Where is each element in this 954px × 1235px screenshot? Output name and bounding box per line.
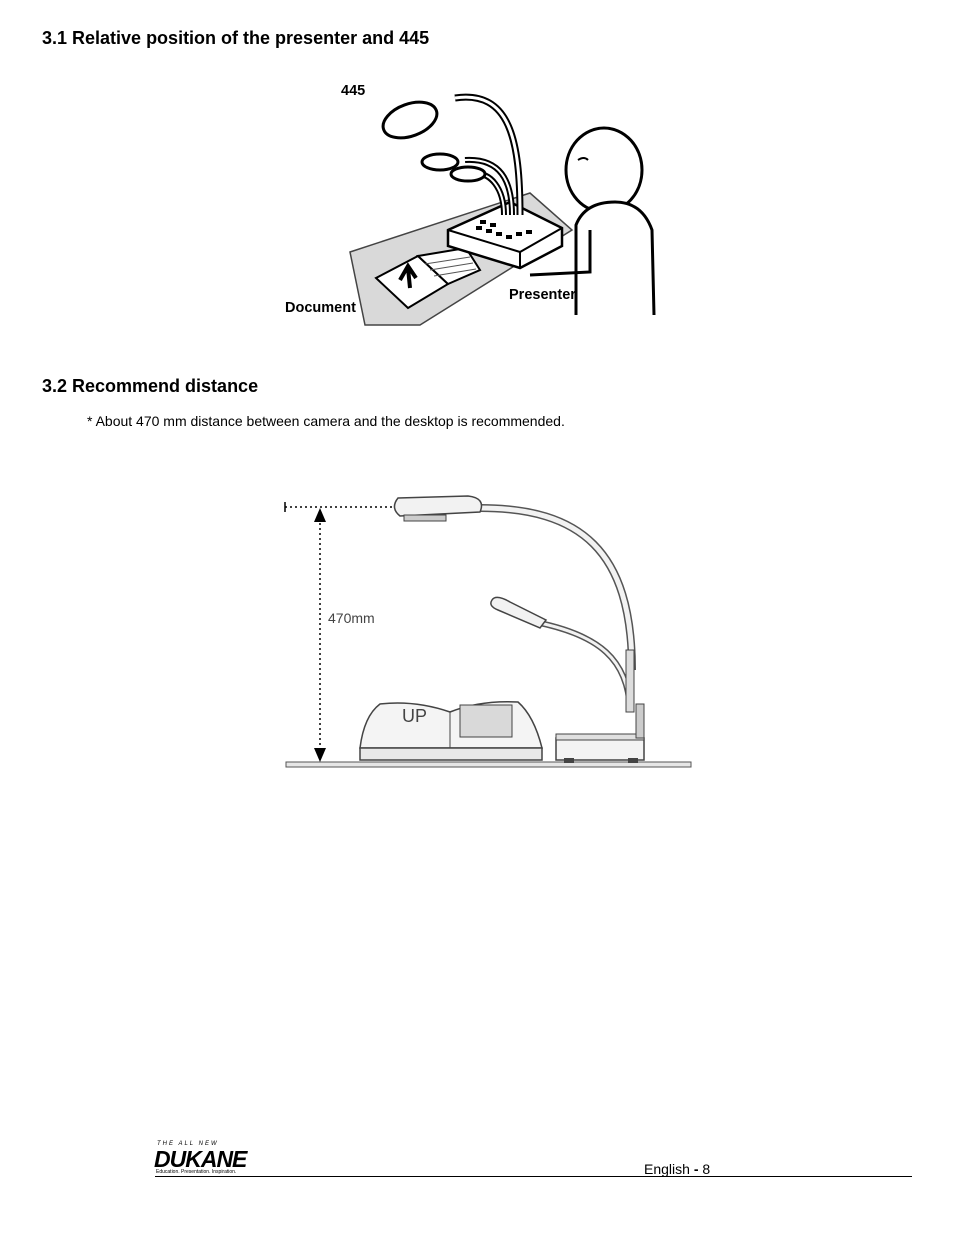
presenter-position-illustration <box>349 93 656 326</box>
book-label: UP <box>402 706 427 726</box>
camera-head-icon <box>381 100 439 140</box>
logo-tagline: THE ALL NEW <box>157 1141 219 1147</box>
page-separator: - <box>693 1161 699 1177</box>
camera-head-icon <box>490 596 548 629</box>
distance-label: 470mm <box>328 610 375 626</box>
distance-note: * About 470 mm distance between camera a… <box>87 413 565 429</box>
logo-brand: DUKANE <box>154 1146 247 1172</box>
arrow-down-icon <box>314 748 326 762</box>
page-language: English <box>644 1161 690 1177</box>
page-number-value: 8 <box>702 1161 711 1177</box>
section-heading-3-2: 3.2 Recommend distance <box>42 376 259 396</box>
camera-head-icon <box>420 152 460 172</box>
device-base <box>555 703 645 763</box>
arrow-up-icon <box>314 508 326 522</box>
document-icon <box>374 246 482 310</box>
logo-slogan: Education. Presentation. Inspiration. <box>156 1169 237 1175</box>
device-label: 445 <box>341 83 366 99</box>
footer-rule <box>155 1176 912 1177</box>
book-icon: UP <box>359 700 543 761</box>
camera-head-icon <box>393 495 483 522</box>
camera-head-icon <box>449 165 487 183</box>
section-heading-3-1: 3.1 Relative position of the presenter a… <box>42 28 430 48</box>
presenter-label: Presenter <box>509 287 576 303</box>
document-label: Document <box>285 300 356 316</box>
desk-surface <box>285 761 692 768</box>
distance-diagram: 470mm UP <box>284 495 692 768</box>
dukane-logo: THE ALL NEW DUKANE Education. Presentati… <box>154 1141 254 1177</box>
page-number: English - 8 <box>644 1161 710 1177</box>
presenter-figure <box>529 126 656 316</box>
